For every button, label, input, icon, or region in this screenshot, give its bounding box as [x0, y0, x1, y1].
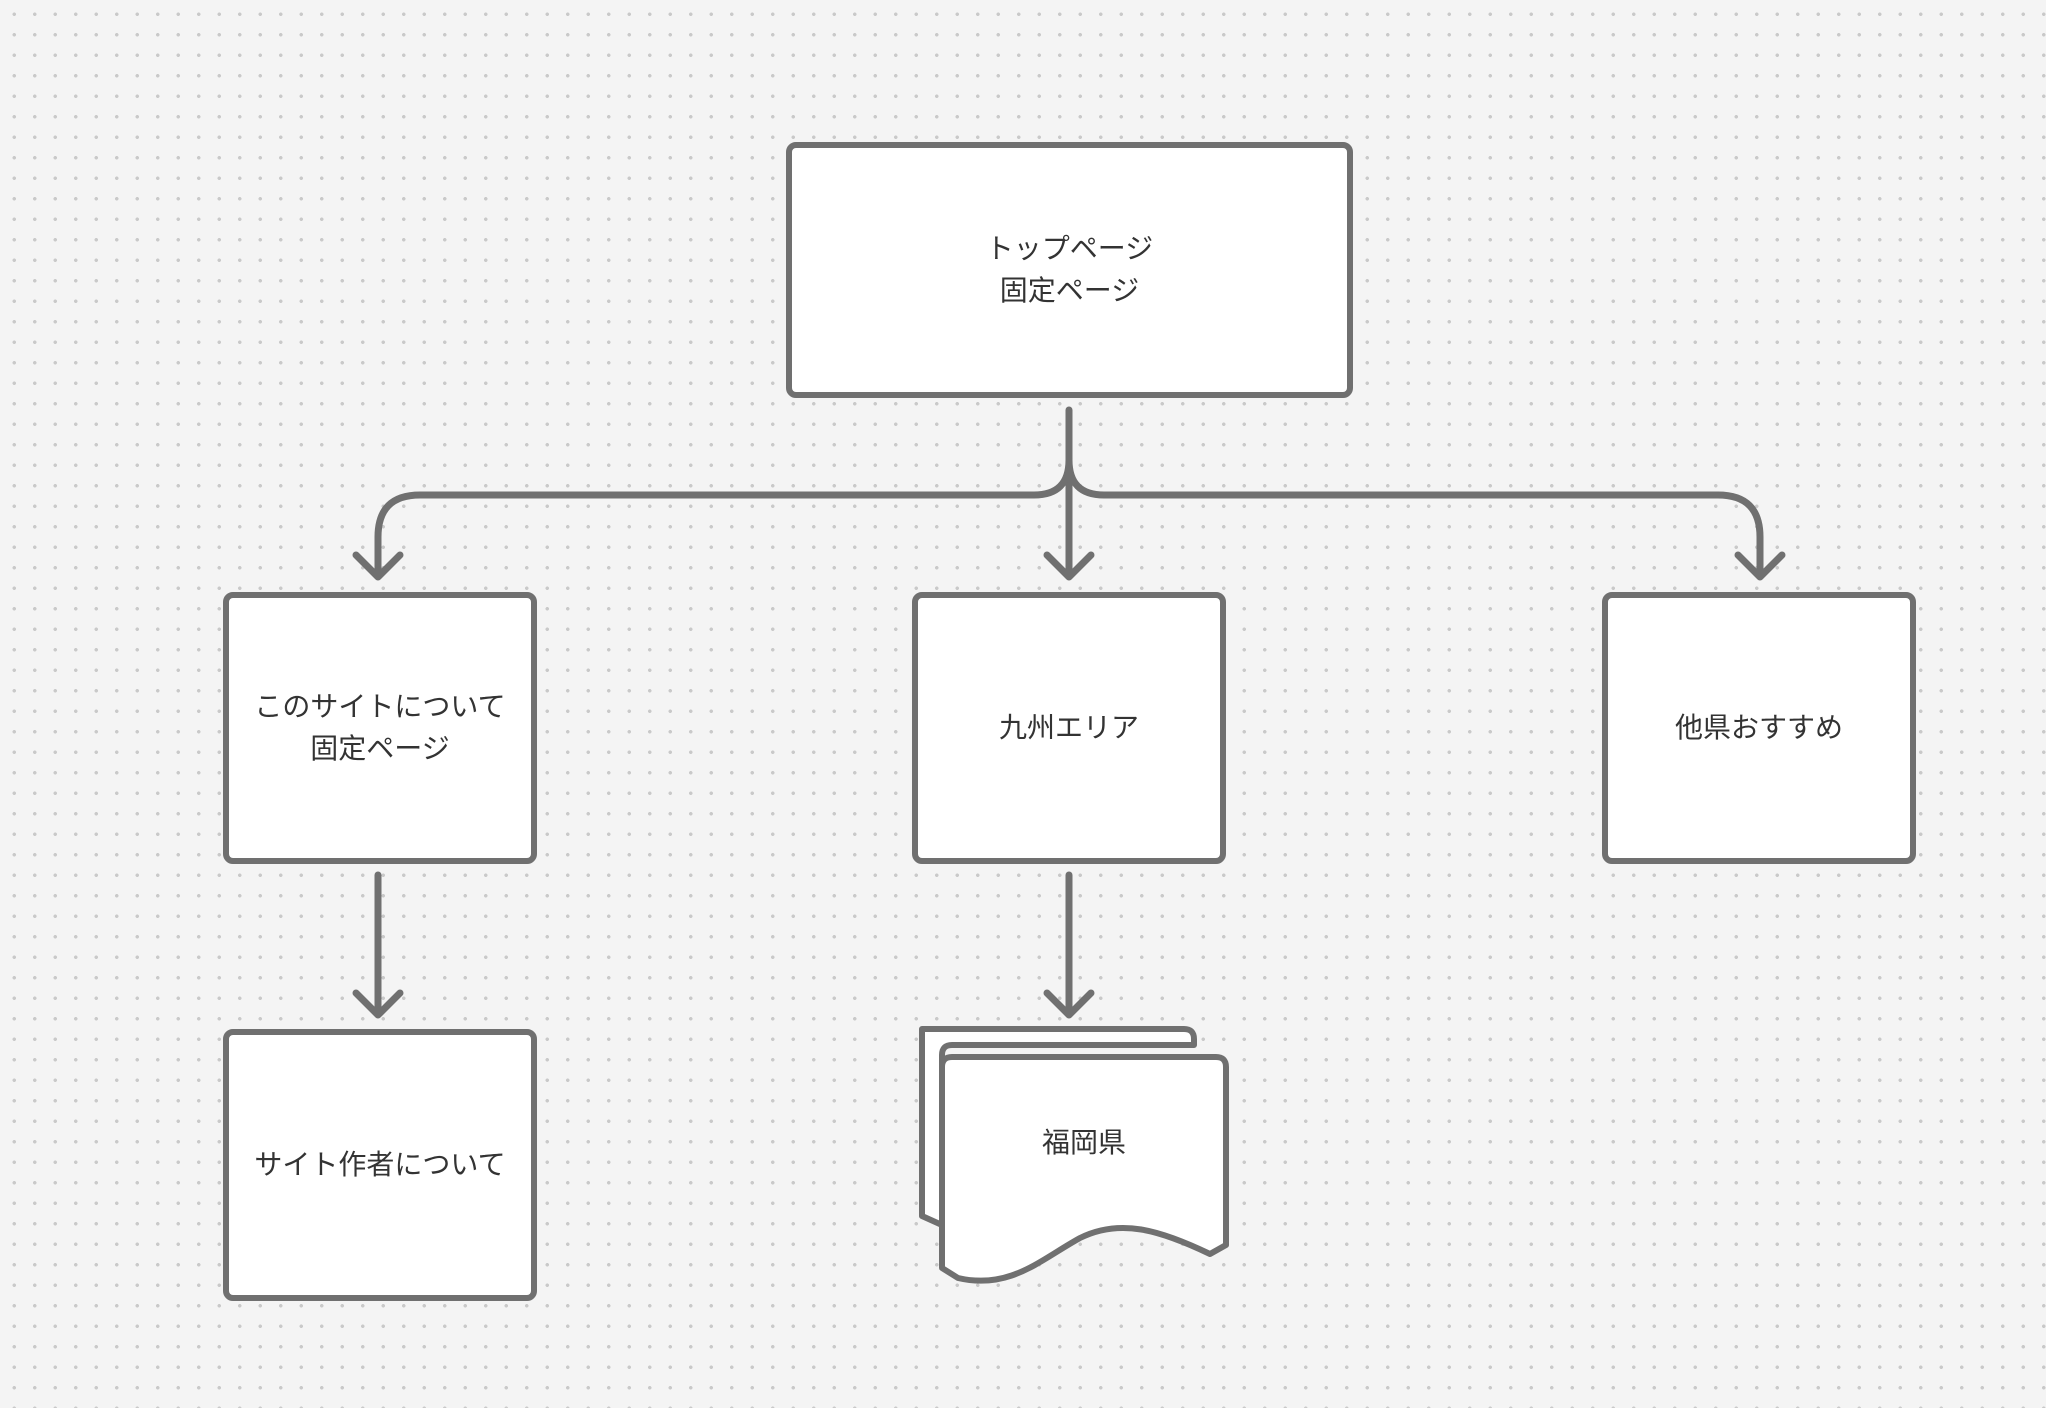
node-about-site-label: このサイトについて: [254, 690, 506, 723]
arrowhead-other: [1734, 551, 1786, 581]
node-other-prefectures[interactable]: 他県おすすめ: [1602, 592, 1916, 864]
node-top-page-label: トップページ: [985, 232, 1154, 265]
edge-top-to-about: [374, 456, 1073, 579]
document-front-sheet: [939, 1054, 1229, 1284]
arrowhead-about: [352, 551, 404, 581]
node-fukuoka-label[interactable]: 福岡県: [1041, 1126, 1126, 1159]
node-about-site-sublabel: 固定ページ: [310, 732, 450, 765]
document-back-sheet: [919, 1026, 1197, 1228]
node-site-author[interactable]: サイト作者について: [223, 1029, 537, 1301]
arrowhead-author: [352, 989, 404, 1019]
arrowhead-kyushu: [1043, 551, 1095, 581]
node-other-prefectures-label: 他県おすすめ: [1674, 711, 1843, 744]
arrowhead-fukuoka: [1043, 989, 1095, 1019]
node-site-author-label: サイト作者について: [254, 1148, 506, 1181]
node-top-page-sublabel: 固定ページ: [999, 274, 1140, 307]
fukuoka-document-shape: [919, 1026, 1229, 1284]
node-kyushu-area-label: 九州エリア: [998, 711, 1139, 744]
node-top-page[interactable]: トップページ 固定ページ: [786, 142, 1353, 398]
edge-top-to-other: [1065, 456, 1764, 579]
node-kyushu-area[interactable]: 九州エリア: [912, 592, 1226, 864]
node-about-site[interactable]: このサイトについて 固定ページ: [223, 592, 537, 864]
